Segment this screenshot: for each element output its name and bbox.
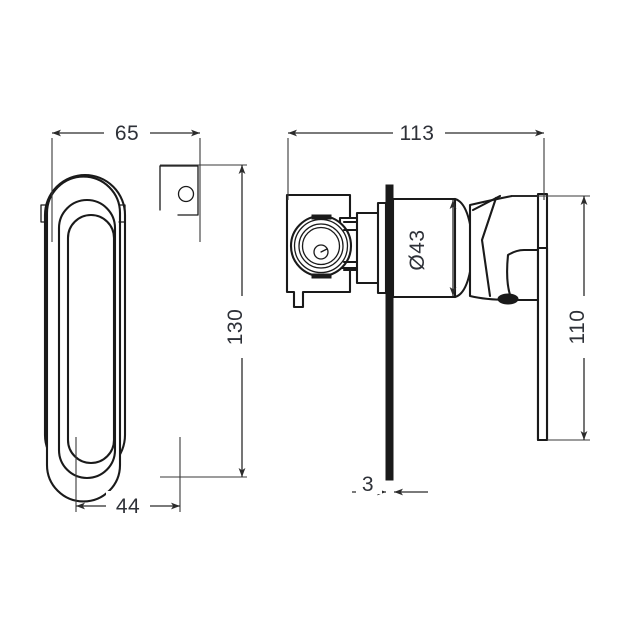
dimension-label-diameter-43: Ø43 <box>406 229 429 270</box>
valve-cartridge <box>289 214 353 279</box>
dimension-3: 3 <box>352 468 428 496</box>
faceplate-outline <box>45 175 122 503</box>
mixer-body-cone <box>355 211 382 285</box>
flange-collar <box>376 201 388 295</box>
dimension-130: 130 <box>160 164 258 478</box>
dimension-label-130: 130 <box>224 309 247 346</box>
faceplate-tab-left <box>40 204 48 223</box>
lever-pivot-dot <box>497 293 519 305</box>
dimension-110: 110 <box>512 195 600 441</box>
dimension-label-3: 3 <box>362 473 374 496</box>
dimension-diameter-43: Ø43 <box>404 200 457 296</box>
mounting-bracket <box>159 165 199 216</box>
front-trim-plate-lower <box>536 246 549 442</box>
dimension-113: 113 <box>287 118 545 200</box>
dimension-44: 44 <box>75 437 181 518</box>
wall-flange-plate <box>385 184 394 481</box>
dimension-label-113: 113 <box>400 122 435 145</box>
front-view-geometry <box>40 165 199 503</box>
side-view-geometry <box>285 184 549 481</box>
faceplate-tab-right <box>118 204 126 223</box>
lever-tail <box>506 248 542 302</box>
dimension-label-110: 110 <box>566 310 589 345</box>
dimension-label-65: 65 <box>115 122 139 145</box>
dimension-65: 65 <box>51 118 201 242</box>
dimension-label-44: 44 <box>116 495 140 518</box>
valve-neck <box>342 220 360 272</box>
